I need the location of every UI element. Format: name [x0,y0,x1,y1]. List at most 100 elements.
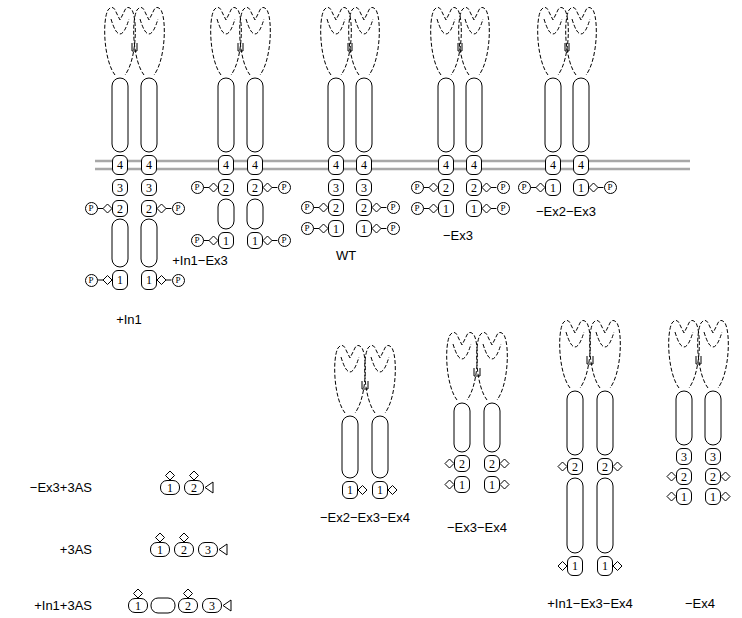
exon-segment: 3 [141,179,157,196]
phospho-label: P [521,183,526,192]
phospho-circle: P [191,181,204,194]
site-diamond [500,459,509,468]
phospho-circle: P [387,201,400,214]
ligand-domain [459,7,490,75]
exon-number: 3 [681,451,687,463]
exon-segment: 1 [372,481,388,499]
phospho-circle: P [172,202,185,215]
phospho-circle: P [85,202,98,215]
exon-number: 1 [361,223,367,235]
phospho-circle: P [172,274,185,287]
exon-number: 2 [333,202,339,214]
phospho-label: P [414,183,419,192]
ligand-cleft [465,19,483,34]
phospho-circle: P [85,274,98,287]
phospho-label: P [304,203,309,212]
ligand-domain [590,320,621,388]
phospho-circle: P [604,181,617,194]
disulfide-bridge [474,368,480,376]
site-diamond [445,459,454,468]
phospho-circle: P [387,222,400,235]
exon-number: 1 [117,274,123,286]
ligand-domain [447,332,478,400]
segment [247,199,263,229]
exon-number: 3 [333,182,339,194]
exon-segment: 1 [454,476,470,493]
segment [597,478,613,553]
segment [567,391,583,455]
site-diamond [388,486,397,495]
exon-number: 1 [710,491,716,503]
exon-segment: 4 [466,155,482,175]
ligand-cleft [596,332,614,347]
exon-segment: 1 [150,542,170,557]
phospho-circle: P [518,181,531,194]
phospho-label: P [175,204,180,213]
phospho-label: P [304,224,309,233]
soluble-tail [223,600,231,611]
exon-segment: 1 [328,220,344,237]
site-diamond [721,492,730,501]
phospho-label: P [607,183,612,192]
ligand-domain [105,7,136,75]
isoform-label: −Ex4 [685,596,715,611]
isoform-label: −Ex2−Ex3−Ex4 [320,510,410,525]
exon-segment: 1 [128,598,148,613]
isoform-label: +In1+3AS [34,598,92,613]
exon-segment: 1 [218,232,234,249]
segment [573,78,589,152]
segment [545,78,561,152]
site-diamond [613,562,622,571]
site-diamond [500,480,509,489]
exon-segment: 1 [466,200,482,217]
ligand-cleft [437,19,455,34]
exon-segment: 1 [160,480,180,495]
ligand-domain [477,332,508,400]
isoform-label: +In1−Ex3 [172,253,228,268]
site-diamond [429,183,438,192]
site-diamond [482,204,491,213]
exon-number: 2 [252,182,258,194]
exon-segment: 4 [438,155,454,175]
ligand-domain [669,320,700,388]
site-diamond [445,480,454,489]
site-diamond [372,203,381,212]
exon-segment: 2 [247,179,263,196]
exon-number: 2 [185,600,191,612]
exon-segment: 2 [438,179,454,196]
segment [112,78,128,152]
isoform-label: −Ex3−Ex4 [447,520,507,535]
phospho-label: P [500,204,505,213]
phospho-label: P [414,204,419,213]
exon-number: 1 [252,235,258,247]
exon-segment: 4 [328,155,344,175]
site-diamond [536,183,545,192]
ligand-cleft [217,19,235,34]
segment [705,391,721,445]
phospho-label: P [281,236,286,245]
phospho-label: P [390,203,395,212]
exon-number: 1 [167,482,173,494]
site-diamond [558,562,567,571]
exon-number: 1 [578,182,584,194]
ligand-domain [240,7,271,75]
exon-number: 1 [347,484,353,496]
segment [676,391,692,445]
exon-number: 2 [572,461,578,473]
exon-number: 2 [602,461,608,473]
exon-number: 2 [710,471,716,483]
exon-number: 1 [333,223,339,235]
site-diamond [180,533,189,542]
phospho-label: P [194,183,199,192]
segment [597,391,613,455]
exon-segment: 4 [573,155,589,175]
site-diamond [589,183,598,192]
ligand-cleft [355,19,373,34]
ligand-cleft [566,332,584,347]
ligand-domain [211,7,242,75]
exon-segment: 2 [184,480,204,495]
exon-number: 1 [572,560,578,572]
exon-number: 2 [361,202,367,214]
exon-number: 1 [550,182,556,194]
ligand-domain [349,7,380,75]
